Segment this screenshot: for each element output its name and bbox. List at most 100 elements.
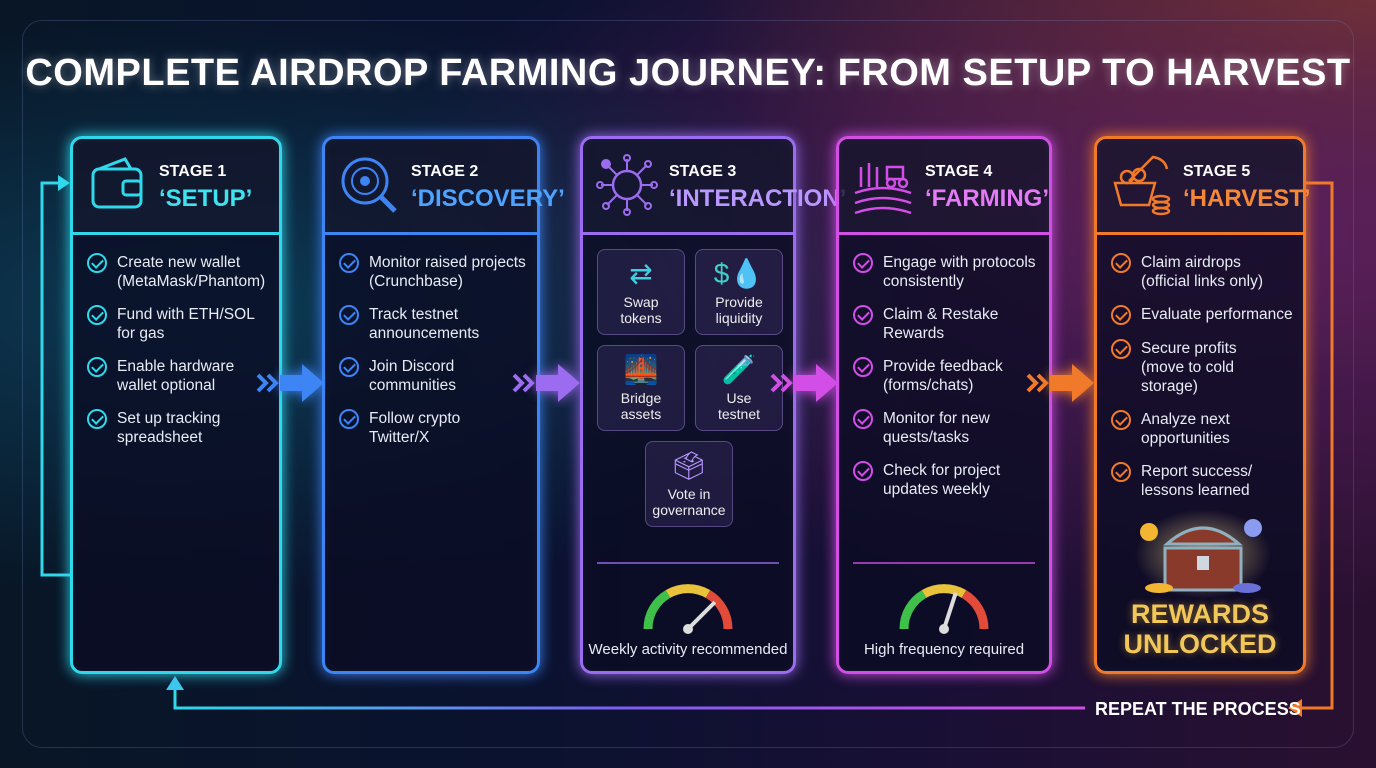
checklist-item-text: Analyze next opportunities bbox=[1141, 411, 1230, 447]
check-circle-icon bbox=[87, 305, 107, 325]
check-circle-icon bbox=[1111, 253, 1131, 273]
checklist-item-text: Track testnet announcements bbox=[369, 306, 480, 342]
repeat-process-label: REPEAT THE PROCESS bbox=[1095, 699, 1301, 719]
action-tile[interactable]: $💧Provide liquidity bbox=[695, 249, 783, 335]
bridge-icon: 🌉 bbox=[623, 354, 659, 385]
action-tile[interactable]: 🗳 Vote in governance bbox=[645, 441, 733, 527]
checklist-item-text: Claim airdrops (official links only) bbox=[1141, 254, 1264, 290]
treasure-chest-icon bbox=[1135, 504, 1271, 599]
section-divider bbox=[597, 562, 779, 564]
decorative-frame bbox=[22, 20, 1354, 748]
checklist-item-text: Report success/ lessons learned bbox=[1141, 463, 1253, 499]
action-tile-label: Provide liquidity bbox=[715, 294, 763, 326]
stage-header: STAGE 4‘FARMING’ bbox=[839, 139, 1049, 235]
check-circle-icon bbox=[87, 253, 107, 273]
check-circle-icon bbox=[339, 305, 359, 325]
check-circle-icon bbox=[1111, 410, 1131, 430]
check-circle-icon bbox=[87, 409, 107, 429]
checklist-item-text: Fund with ETH/SOL for gas bbox=[117, 306, 255, 342]
stage-card-1: STAGE 1‘SETUP’ Create new wallet (MetaMas… bbox=[70, 136, 282, 674]
action-tile[interactable]: 🧪 Use testnet bbox=[695, 345, 783, 431]
stage-name: ‘DISCOVERY’ bbox=[411, 185, 565, 212]
gauge-needle bbox=[686, 600, 717, 631]
gauge-caption: High frequency required bbox=[863, 641, 1025, 658]
checklist-item: Provide feedback (forms/chats) bbox=[853, 357, 1039, 395]
checklist-item-text: Engage with protocols consistently bbox=[883, 254, 1036, 290]
stage-header: STAGE 5‘HARVEST’ bbox=[1097, 139, 1311, 235]
check-circle-icon bbox=[87, 357, 107, 377]
stage-card-5: STAGE 5‘HARVEST’Claim airdrops (official… bbox=[1094, 136, 1311, 674]
checklist: Claim airdrops (official links only) Eval… bbox=[1097, 235, 1303, 500]
checklist-item-text: Join Discord communities bbox=[369, 358, 456, 394]
stage-number: STAGE 3 bbox=[669, 163, 737, 180]
gauge-needle bbox=[942, 592, 958, 630]
action-tiles: ⇄Swap tokens$💧Provide liquidity 🌉 Bridge a… bbox=[583, 235, 793, 535]
checklist: Monitor raised projects (Crunchbase) Trac… bbox=[325, 235, 537, 447]
checklist-item-text: Enable hardware wallet optional bbox=[117, 358, 235, 394]
page-title: COMPLETE AIRDROP FARMING JOURNEY: FROM S… bbox=[25, 52, 1351, 94]
checklist-item-text: Monitor raised projects (Crunchbase) bbox=[369, 254, 526, 290]
checklist-item: Claim airdrops (official links only) bbox=[1111, 253, 1293, 291]
checklist-item-text: Claim & Restake Rewards bbox=[883, 306, 999, 342]
stage-number: STAGE 5 bbox=[1183, 163, 1251, 180]
checklist-item: Claim & Restake Rewards bbox=[853, 305, 1039, 343]
action-tile-label: Bridge assets bbox=[620, 390, 662, 422]
action-tile[interactable]: 🌉 Bridge assets bbox=[597, 345, 685, 431]
stage-header: STAGE 2 ‘DISCOVERY’ bbox=[325, 139, 565, 235]
stage-name: ‘SETUP’ bbox=[159, 185, 253, 212]
check-circle-icon bbox=[1111, 339, 1131, 359]
stage-arrow-1-to-2 bbox=[256, 358, 326, 408]
check-circle-icon bbox=[853, 409, 873, 429]
check-circle-icon bbox=[339, 253, 359, 273]
farm-tractor-icon bbox=[851, 153, 915, 217]
rewards-unlocked-label: REWARDS UNLOCKED bbox=[1123, 599, 1277, 659]
checklist-item: Create new wallet (MetaMask/Phantom) bbox=[87, 253, 269, 291]
check-circle-icon bbox=[853, 461, 873, 481]
harvest-basket-icon bbox=[1109, 153, 1173, 217]
stage-header: STAGE 3 ‘INTERACTION’ bbox=[583, 139, 846, 235]
stage-number: STAGE 2 bbox=[411, 163, 479, 180]
ballot-box-icon: 🗳 bbox=[671, 450, 707, 481]
check-circle-icon bbox=[853, 253, 873, 273]
stage-arrow-2-to-3 bbox=[512, 358, 582, 408]
check-circle-icon bbox=[853, 305, 873, 325]
stage-header: STAGE 1‘SETUP’ bbox=[73, 139, 279, 235]
checklist-item: Analyze next opportunities bbox=[1111, 410, 1293, 448]
checklist-item: Evaluate performance bbox=[1111, 305, 1293, 325]
checklist-item-text: Monitor for new quests/tasks bbox=[883, 410, 990, 446]
checklist-item: Join Discord communities bbox=[339, 357, 527, 395]
stage-card-3: STAGE 3 ‘INTERACTION’ ⇄Swap tokens$💧Provid… bbox=[580, 136, 846, 674]
checklist-item-text: Set up tracking spreadsheet bbox=[117, 410, 221, 446]
checklist-item: Report success/ lessons learned bbox=[1111, 462, 1293, 500]
checklist-item-text: Secure profits (move to cold storage) bbox=[1141, 340, 1237, 395]
checklist-item: Follow crypto Twitter/X bbox=[339, 409, 527, 447]
checklist-item-text: Follow crypto Twitter/X bbox=[369, 410, 461, 446]
test-tube-icon: 🧪 bbox=[721, 354, 757, 385]
checklist-item-text: Provide feedback (forms/chats) bbox=[883, 358, 1003, 394]
stage-number: STAGE 4 bbox=[925, 163, 993, 180]
gauge-dial bbox=[899, 584, 989, 634]
stage-card-2: STAGE 2 ‘DISCOVERY’ Monitor raised project… bbox=[322, 136, 565, 674]
checklist-item: Track testnet announcements bbox=[339, 305, 527, 343]
stage-name: ‘INTERACTION’ bbox=[669, 185, 847, 212]
checklist-item: Enable hardware wallet optional bbox=[87, 357, 269, 395]
radar-search-icon bbox=[337, 153, 401, 217]
check-circle-icon bbox=[1111, 305, 1131, 325]
section-divider bbox=[853, 562, 1035, 564]
action-tile-label: Use testnet bbox=[717, 390, 761, 422]
check-circle-icon bbox=[1111, 462, 1131, 482]
action-tile-label: Vote in governance bbox=[652, 486, 726, 518]
action-tile[interactable]: ⇄Swap tokens bbox=[597, 249, 685, 335]
checklist-item: Secure profits (move to cold storage) bbox=[1111, 339, 1293, 396]
wallet-icon bbox=[85, 153, 149, 217]
checklist-item: Set up tracking spreadsheet bbox=[87, 409, 269, 447]
checklist-item: Monitor raised projects (Crunchbase) bbox=[339, 253, 527, 291]
activity-gauge bbox=[894, 579, 994, 640]
check-circle-icon bbox=[853, 357, 873, 377]
stage-arrow-4-to-5 bbox=[1026, 358, 1096, 408]
checklist-item: Fund with ETH/SOL for gas bbox=[87, 305, 269, 343]
gauge-dial bbox=[643, 584, 733, 634]
checklist-item-text: Evaluate performance bbox=[1141, 306, 1293, 323]
stage-arrow-3-to-4 bbox=[770, 358, 840, 408]
